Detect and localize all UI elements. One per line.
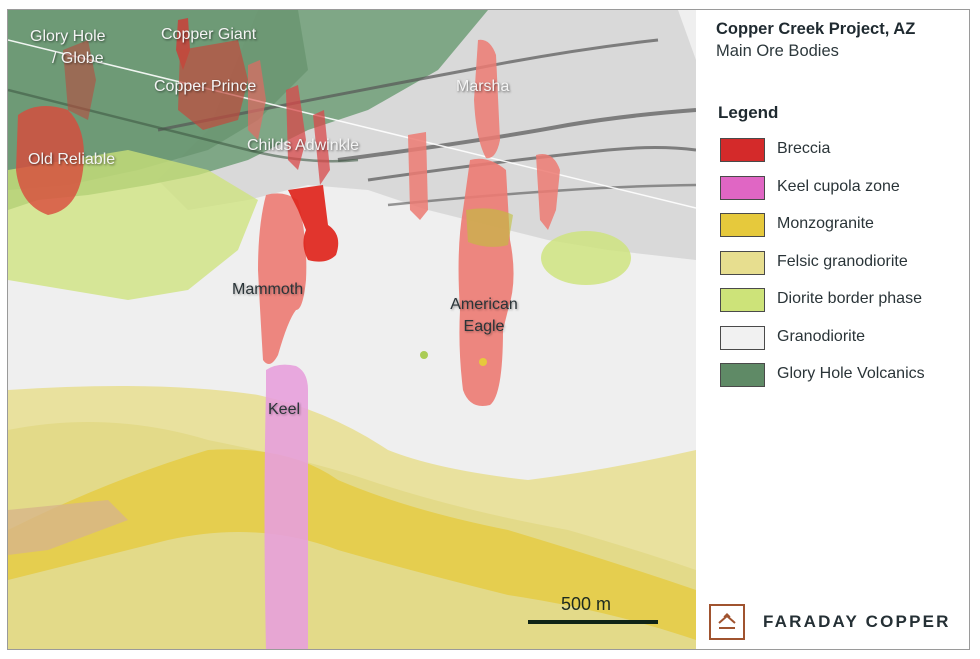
legend-item-granodiorite: Granodiorite <box>720 325 925 364</box>
swatch-diorite-border-phase <box>720 288 765 312</box>
legend-label: Granodiorite <box>777 327 866 345</box>
legend-label: Felsic granodiorite <box>777 252 908 270</box>
legend-title: Legend <box>718 103 779 122</box>
3d-geology-map: Glory Hole / Globe Copper Giant Copper P… <box>8 10 696 649</box>
legend-label: Monzogranite <box>777 215 874 232</box>
legend-list: Breccia Keel cupola zone Monzogranite Fe… <box>720 138 925 401</box>
label-childs-adwinkle: Childs Adwinkle <box>247 137 360 154</box>
brand-name: FARADAY COPPER <box>763 612 951 631</box>
faraday-roof-logo-icon <box>709 604 745 640</box>
legend-item-glory-hole-volcanics: Glory Hole Volcanics <box>720 363 925 401</box>
label-american-eagle-line1: American <box>450 296 518 313</box>
legend-label: Keel cupola zone <box>777 177 900 195</box>
scale-bar-line <box>528 620 658 624</box>
legend-label: Diorite border phase <box>777 290 922 307</box>
legend-item-keel-cupola-zone: Keel cupola zone <box>720 175 925 214</box>
legend-item-felsic-granodiorite: Felsic granodiorite <box>720 250 925 289</box>
faraday-copper-brand: FARADAY COPPER <box>709 604 951 640</box>
legend-label: Breccia <box>777 140 831 157</box>
swatch-keel-cupola-zone <box>720 175 765 200</box>
swatch-glory-hole-volcanics <box>720 363 765 387</box>
swatch-monzogranite <box>720 213 765 237</box>
label-glory-hole-globe-line2: / Globe <box>52 50 104 67</box>
figure-subtitle: Main Ore Bodies <box>716 42 839 60</box>
scale-bar-label: 500 m <box>561 594 612 614</box>
label-glory-hole-globe-line1: Glory Hole <box>30 28 106 45</box>
label-copper-giant: Copper Giant <box>161 26 257 43</box>
swatch-granodiorite <box>720 325 765 350</box>
figure-frame: Glory Hole / Globe Copper Giant Copper P… <box>7 9 970 650</box>
label-mammoth: Mammoth <box>232 281 304 298</box>
legend-panel: Copper Creek Project, AZ Main Ore Bodies… <box>696 10 969 649</box>
label-copper-prince: Copper Prince <box>154 78 257 95</box>
legend-item-monzogranite: Monzogranite <box>720 213 925 251</box>
label-marsha: Marsha <box>456 78 510 95</box>
swatch-breccia <box>720 138 765 162</box>
label-keel: Keel <box>268 401 301 418</box>
legend-item-breccia: Breccia <box>720 138 925 176</box>
label-american-eagle-line2: Eagle <box>463 318 505 335</box>
legend-item-diorite-border-phase: Diorite border phase <box>720 288 925 326</box>
geology-model-render <box>8 10 696 649</box>
swatch-felsic-granodiorite <box>720 250 765 275</box>
figure-title: Copper Creek Project, AZ <box>716 20 916 38</box>
legend-label: Glory Hole Volcanics <box>777 365 925 382</box>
label-old-reliable: Old Reliable <box>28 151 116 168</box>
